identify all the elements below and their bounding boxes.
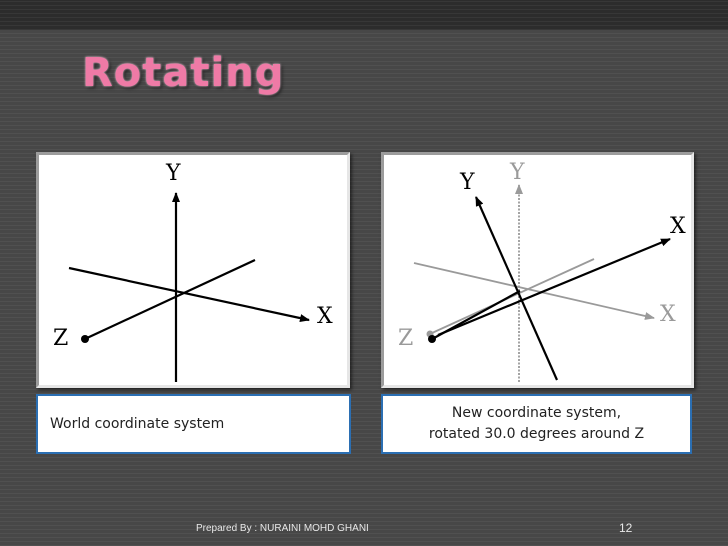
new-z-axis-endpoint <box>428 335 436 343</box>
new-x-axis-label: X <box>670 214 686 239</box>
world-caption-text: World coordinate system <box>50 416 225 432</box>
y-axis-label: Y <box>165 161 181 186</box>
slide-title: Rotating <box>82 50 285 96</box>
z-axis-endpoint <box>81 335 89 343</box>
rotated-caption-line2: rotated 30.0 degrees around Z <box>428 426 645 442</box>
old-x-axis <box>413 262 655 320</box>
rotated-caption-box: New coordinate system, rotated 30.0 degr… <box>381 394 692 454</box>
rotated-axes-diagram: Y Y X X Z <box>381 152 694 388</box>
top-bar <box>0 0 728 30</box>
old-x-axis-label: X <box>660 302 676 327</box>
new-z-axis <box>433 290 521 339</box>
z-axis <box>86 259 256 339</box>
world-axes-svg: Y X Z <box>53 161 333 382</box>
footer-credit: Prepared By : NURAINI MOHD GHANI <box>196 523 369 534</box>
world-axes-diagram: Y X Z <box>36 152 350 388</box>
new-y-axis <box>474 196 559 381</box>
page-number: 12 <box>619 521 633 535</box>
x-axis-label: X <box>317 304 333 329</box>
rotated-axes-svg: Y Y X X Z <box>398 160 686 382</box>
z-axis-label: Z <box>53 326 68 351</box>
x-axis <box>68 266 310 323</box>
world-caption-box: World coordinate system <box>36 394 351 454</box>
new-y-axis-label: Y <box>459 170 475 195</box>
old-y-axis-label: Y <box>509 160 525 185</box>
rotated-caption-line1: New coordinate system, <box>451 405 622 421</box>
new-x-axis <box>437 237 671 337</box>
old-z-axis-label: Z <box>398 326 413 351</box>
